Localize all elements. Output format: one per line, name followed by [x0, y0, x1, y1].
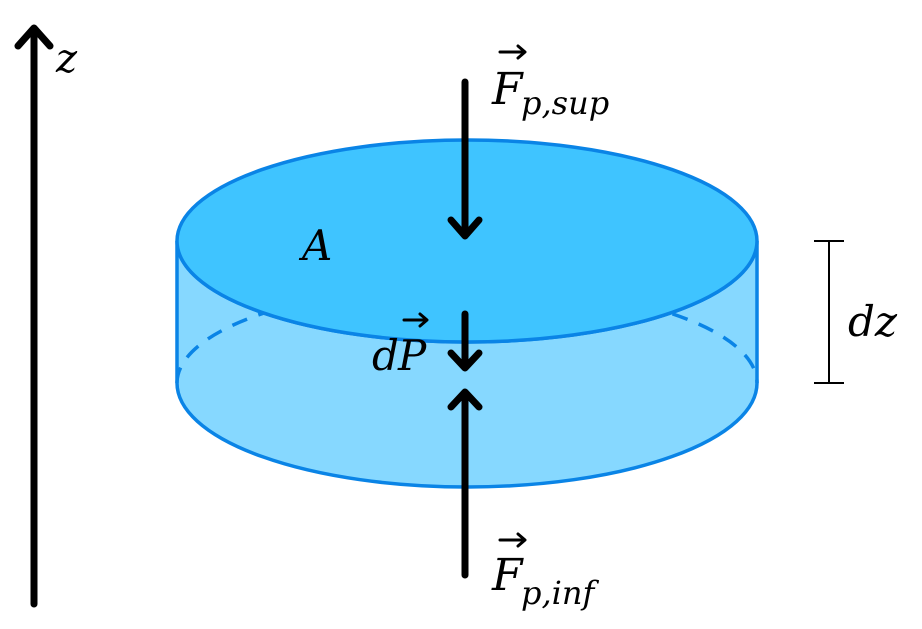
force-top-subscript: p,sup — [521, 84, 609, 122]
z-axis: z — [14, 24, 78, 608]
vector-arrow-icon — [498, 532, 527, 548]
force-top-symbol: F — [491, 64, 524, 115]
vector-arrow-icon — [402, 312, 429, 328]
weight-prefix: d — [372, 331, 399, 380]
z-axis-label: z — [55, 36, 78, 82]
thickness-label: dz — [848, 297, 898, 346]
weight-arrow — [447, 310, 483, 372]
area-label: A — [298, 221, 332, 270]
force-top-arrow — [447, 78, 483, 240]
force-bottom-arrow — [447, 388, 483, 579]
vector-arrow-icon — [498, 44, 527, 60]
weight-symbol: P — [397, 331, 427, 380]
force-bottom-label: F p,inf — [491, 532, 600, 612]
force-bottom-symbol: F — [491, 550, 524, 601]
thickness-marker: dz — [814, 240, 898, 384]
weight-label: d P — [372, 312, 429, 380]
force-bottom-subscript: p,inf — [521, 574, 600, 612]
force-top-label: F p,sup — [491, 44, 609, 122]
